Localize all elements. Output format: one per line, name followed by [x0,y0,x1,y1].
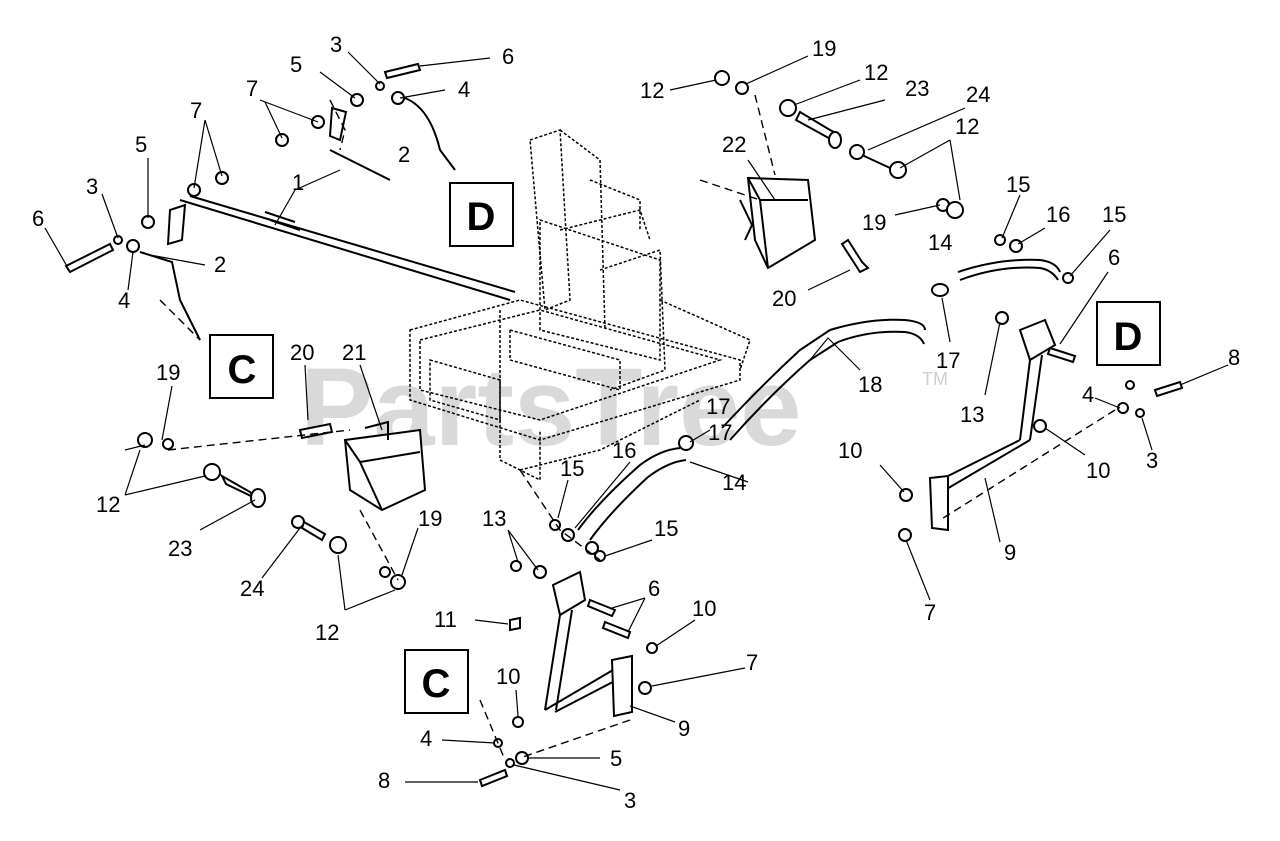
reference-box-c-left: C [209,334,274,399]
bracket-22 [699,70,964,274]
reference-letter: D [467,195,496,239]
leader-lines [44,51,1229,791]
callout-label: 4 [420,726,432,751]
chassis-frame [409,128,751,482]
callout-label: 19 [812,36,836,61]
shaft-rod [179,149,516,301]
callout-label: 12 [315,620,339,645]
callout-label: 7 [746,650,758,675]
callout-label: 5 [135,132,147,157]
callout-label: 16 [1046,202,1070,227]
callout-label: 12 [640,78,664,103]
callout-label: 14 [928,230,952,255]
hardware-top-left [64,62,456,341]
reference-letter: C [228,348,257,392]
callout-labels: 3 6 5 4 7 2 7 5 1 3 6 2 4 19 12 12 23 24… [32,32,1240,813]
callout-label: 5 [610,746,622,771]
callout-label: 3 [1146,448,1158,473]
callout-label: 4 [458,77,470,102]
callout-label: 20 [772,286,796,311]
callout-label: 13 [960,402,984,427]
callout-label: 19 [156,360,180,385]
callout-label: 17 [706,394,730,419]
callout-label: 3 [330,32,342,57]
reference-box-c-bottom: C [404,649,469,714]
callout-label: 7 [190,98,202,123]
callout-label: 10 [1086,458,1110,483]
callout-label: 7 [924,600,936,625]
callout-label: 12 [864,60,888,85]
callout-label: 3 [624,788,636,813]
callout-label: 2 [398,142,410,167]
callout-label: 8 [378,768,390,793]
callout-label: 4 [1082,382,1094,407]
callout-label: 24 [966,82,990,107]
callout-label: 19 [862,210,886,235]
callout-label: 12 [96,492,120,517]
callout-label: 23 [905,76,929,101]
callout-label: 14 [722,470,746,495]
callout-label: 17 [936,348,960,373]
callout-label: 5 [290,52,302,77]
callout-label: 17 [708,420,732,445]
callout-label: 6 [648,576,660,601]
callout-label: 9 [1004,540,1016,565]
callout-label: 6 [502,44,514,69]
callout-label: 9 [678,716,690,741]
reference-box-d-right: D [1096,301,1161,366]
callout-label: 23 [168,536,192,561]
reference-box-d-top: D [449,182,514,247]
callout-label: 24 [240,576,264,601]
watermark-trademark: TM [922,369,948,389]
bottom-linkage [478,435,694,788]
callout-label: 21 [342,340,366,365]
callout-label: 19 [418,506,442,531]
reference-letter: C [422,662,451,706]
callout-label: 16 [612,438,636,463]
callout-label: 6 [32,206,44,231]
callout-label: 2 [214,252,226,277]
bracket-21 [137,420,427,590]
callout-label: 15 [654,516,678,541]
right-linkage [721,234,1184,542]
reference-letter: D [1114,315,1143,359]
callout-label: 12 [955,114,979,139]
callout-label: 1 [292,170,304,195]
callout-label: 22 [722,132,746,157]
callout-label: 15 [560,456,584,481]
callout-label: 11 [434,607,457,632]
callout-label: 7 [246,76,258,101]
callout-label: 15 [1102,202,1126,227]
callout-label: 4 [118,288,130,313]
callout-label: 18 [858,372,882,397]
callout-label: 20 [290,340,314,365]
callout-label: 10 [838,438,862,463]
callout-label: 8 [1228,345,1240,370]
callout-label: 10 [496,664,520,689]
callout-label: 6 [1108,245,1120,270]
callout-label: 13 [482,506,506,531]
callout-label: 3 [86,174,98,199]
callout-label: 10 [692,596,716,621]
callout-label: 15 [1006,172,1030,197]
